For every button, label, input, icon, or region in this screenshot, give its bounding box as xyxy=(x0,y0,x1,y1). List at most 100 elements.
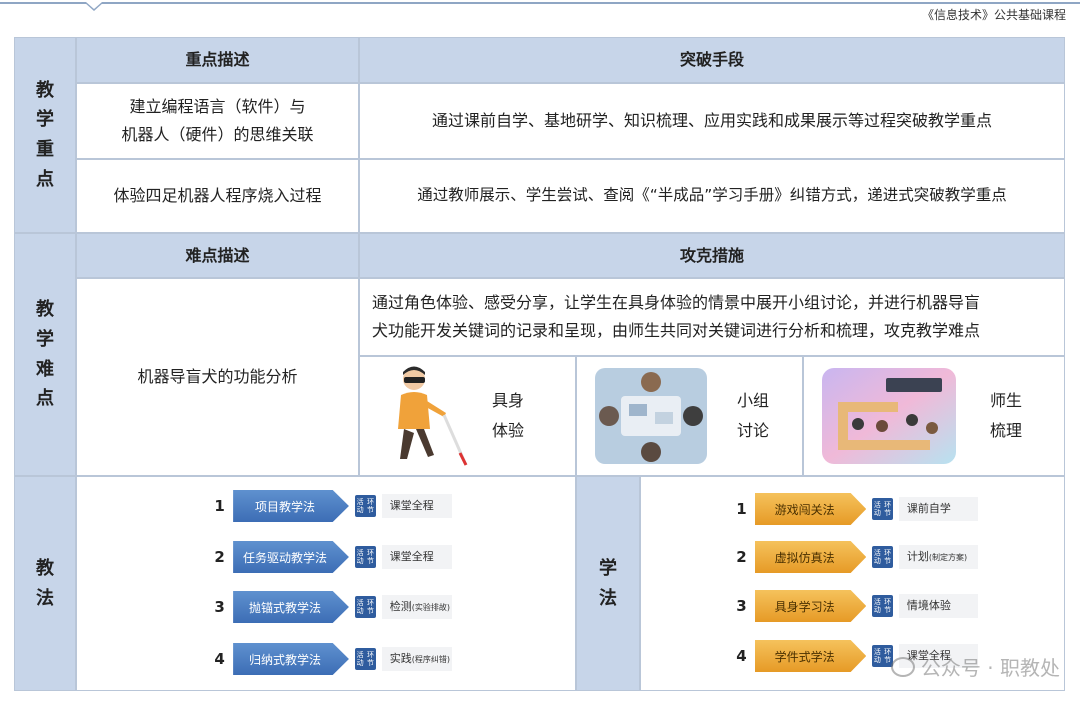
learning-method-row: 3 具身学习法 活动环节 情境体验 xyxy=(734,590,978,622)
difficulties-side-label: 教 学 难 点 xyxy=(14,233,76,476)
illustration-label: 具身 体验 xyxy=(492,386,524,447)
method-number: 1 xyxy=(736,500,747,518)
key-points-side-label: 教 学 重 点 xyxy=(14,37,76,233)
method-number: 2 xyxy=(214,548,225,566)
stage-text: 课前自学 xyxy=(906,502,951,515)
stage-note: (程序纠错) xyxy=(411,655,450,664)
illustration-label: 小组 讨论 xyxy=(737,386,769,447)
learning-methods-side-label: 学 法 xyxy=(576,476,640,691)
illustration-label-line: 梳理 xyxy=(990,421,1023,440)
teaching-method-row: 4 归纳式教学法 活动环节 实践(程序纠错) xyxy=(212,643,452,675)
measure-line: 犬功能开发关键词的记录和呈现，由师生共同对关键词进行分析和梳理，攻克教学难点 xyxy=(372,321,981,340)
tag-line: 活动 xyxy=(356,598,364,615)
stage-text: 课堂全程 xyxy=(906,649,951,662)
method-stage: 计划(制定方案) xyxy=(898,545,978,569)
method-stage: 实践(程序纠错) xyxy=(381,647,452,671)
tag-line: 环节 xyxy=(367,650,374,667)
method-number: 1 xyxy=(214,497,225,515)
method-stage: 课前自学 xyxy=(898,497,978,521)
side-char: 点 xyxy=(36,388,54,410)
method-number: 4 xyxy=(214,650,225,668)
illustration-label-line: 小组 xyxy=(737,390,770,410)
activity-tag: 活动环节 xyxy=(354,495,376,517)
difficulty-measure-header: 攻克措施 xyxy=(359,233,1065,278)
stage-note: (制定方案) xyxy=(928,553,968,562)
teaching-method-row: 3 抛锚式教学法 活动环节 检测(实验排故) xyxy=(212,591,452,623)
tag-line: 活动 xyxy=(873,647,881,664)
method-arrow: 学件式学法 xyxy=(754,640,867,672)
stage-text: 计划 xyxy=(906,550,929,563)
method-number: 4 xyxy=(736,647,747,665)
side-char: 点 xyxy=(36,168,54,190)
method-number: 3 xyxy=(214,598,225,616)
illustration-embodied-experience: 具身 体验 xyxy=(359,356,576,476)
stage-text: 课堂全程 xyxy=(389,550,434,563)
method-stage: 检测(实验排故) xyxy=(381,595,452,619)
stage-note: (实验排故) xyxy=(411,603,450,612)
illustration-label-line: 具身 xyxy=(492,390,525,410)
illustration-label-line: 讨论 xyxy=(737,421,770,440)
side-char: 学 xyxy=(36,328,54,350)
teaching-method-row: 1 项目教学法 活动环节 课堂全程 xyxy=(212,490,452,522)
illustration-label-line: 师生 xyxy=(990,390,1023,410)
method-arrow: 项目教学法 xyxy=(233,490,349,522)
method-stage: 情境体验 xyxy=(898,594,978,618)
side-char: 教 xyxy=(36,79,54,101)
difficulty-desc: 机器导盲犬的功能分析 xyxy=(76,278,359,476)
method-stage: 课堂全程 xyxy=(381,494,452,518)
course-header-note: 《信息技术》公共基础课程 xyxy=(921,8,1066,22)
side-char: 学 xyxy=(599,557,617,579)
wechat-icon xyxy=(890,657,915,677)
tag-line: 环节 xyxy=(884,500,892,517)
side-char: 法 xyxy=(599,587,617,609)
tag-line: 活动 xyxy=(873,500,881,517)
tag-line: 环节 xyxy=(367,598,374,615)
activity-tag: 活动环节 xyxy=(354,648,376,670)
stage-text: 情境体验 xyxy=(906,599,951,612)
side-char: 教 xyxy=(36,557,54,579)
key-points-desc-header: 重点描述 xyxy=(76,37,359,83)
side-char: 重 xyxy=(36,139,54,160)
tag-line: 环节 xyxy=(367,548,374,565)
activity-tag: 活动环节 xyxy=(354,596,376,618)
tag-line: 活动 xyxy=(873,597,881,614)
key-point-desc-2: 体验四足机器人程序烧入过程 xyxy=(76,159,359,233)
teacher-student-icon xyxy=(822,368,956,464)
tag-line: 环节 xyxy=(367,497,374,514)
activity-tag: 活动环节 xyxy=(354,546,376,568)
blind-person-icon xyxy=(398,366,468,466)
top-notch-inner xyxy=(86,2,102,9)
watermark-text: 公众号 · 职教处 xyxy=(920,656,1060,680)
key-points-means-header: 突破手段 xyxy=(359,37,1065,83)
teaching-methods-side-label: 教 法 xyxy=(14,476,76,691)
side-char: 难 xyxy=(36,358,54,380)
activity-tag: 活动环节 xyxy=(872,546,893,568)
method-arrow: 虚拟仿真法 xyxy=(754,541,867,573)
tag-line: 环节 xyxy=(884,548,892,565)
learning-method-row: 2 虚拟仿真法 活动环节 计划(制定方案) xyxy=(734,541,978,573)
tag-line: 活动 xyxy=(356,548,364,565)
side-char: 学 xyxy=(36,109,54,131)
difficulty-measure: 通过角色体验、感受分享，让学生在具身体验的情景中展开小组讨论，并进行机器导盲 犬… xyxy=(359,278,1065,356)
group-discussion-icon xyxy=(595,368,707,464)
top-rule xyxy=(0,2,1080,4)
teaching-method-row: 2 任务驱动教学法 活动环节 课堂全程 xyxy=(212,541,452,573)
watermark: 公众号 · 职教处 xyxy=(890,652,1060,681)
side-char: 教 xyxy=(36,299,54,321)
method-arrow: 任务驱动教学法 xyxy=(233,541,349,573)
learning-method-row: 4 学件式学法 活动环节 课堂全程 xyxy=(734,640,978,672)
method-arrow: 游戏闯关法 xyxy=(754,493,867,525)
tag-line: 环节 xyxy=(884,647,892,664)
method-arrow: 抛锚式教学法 xyxy=(233,591,349,623)
key-point-means-1: 通过课前自学、基地研学、知识梳理、应用实践和成果展示等过程突破教学重点 xyxy=(359,83,1065,159)
key-point-desc-line: 机器人（硬件）的思维关联 xyxy=(121,125,314,144)
tag-line: 活动 xyxy=(356,497,364,514)
method-stage: 课堂全程 xyxy=(381,545,452,569)
illustration-label: 师生 梳理 xyxy=(990,386,1022,447)
stage-text: 课堂全程 xyxy=(389,499,434,512)
activity-tag: 活动环节 xyxy=(872,645,893,667)
difficulty-desc-header: 难点描述 xyxy=(76,233,359,278)
key-point-desc-line: 建立编程语言（软件）与 xyxy=(129,97,306,116)
tag-line: 活动 xyxy=(356,650,364,667)
activity-tag: 活动环节 xyxy=(872,498,893,520)
